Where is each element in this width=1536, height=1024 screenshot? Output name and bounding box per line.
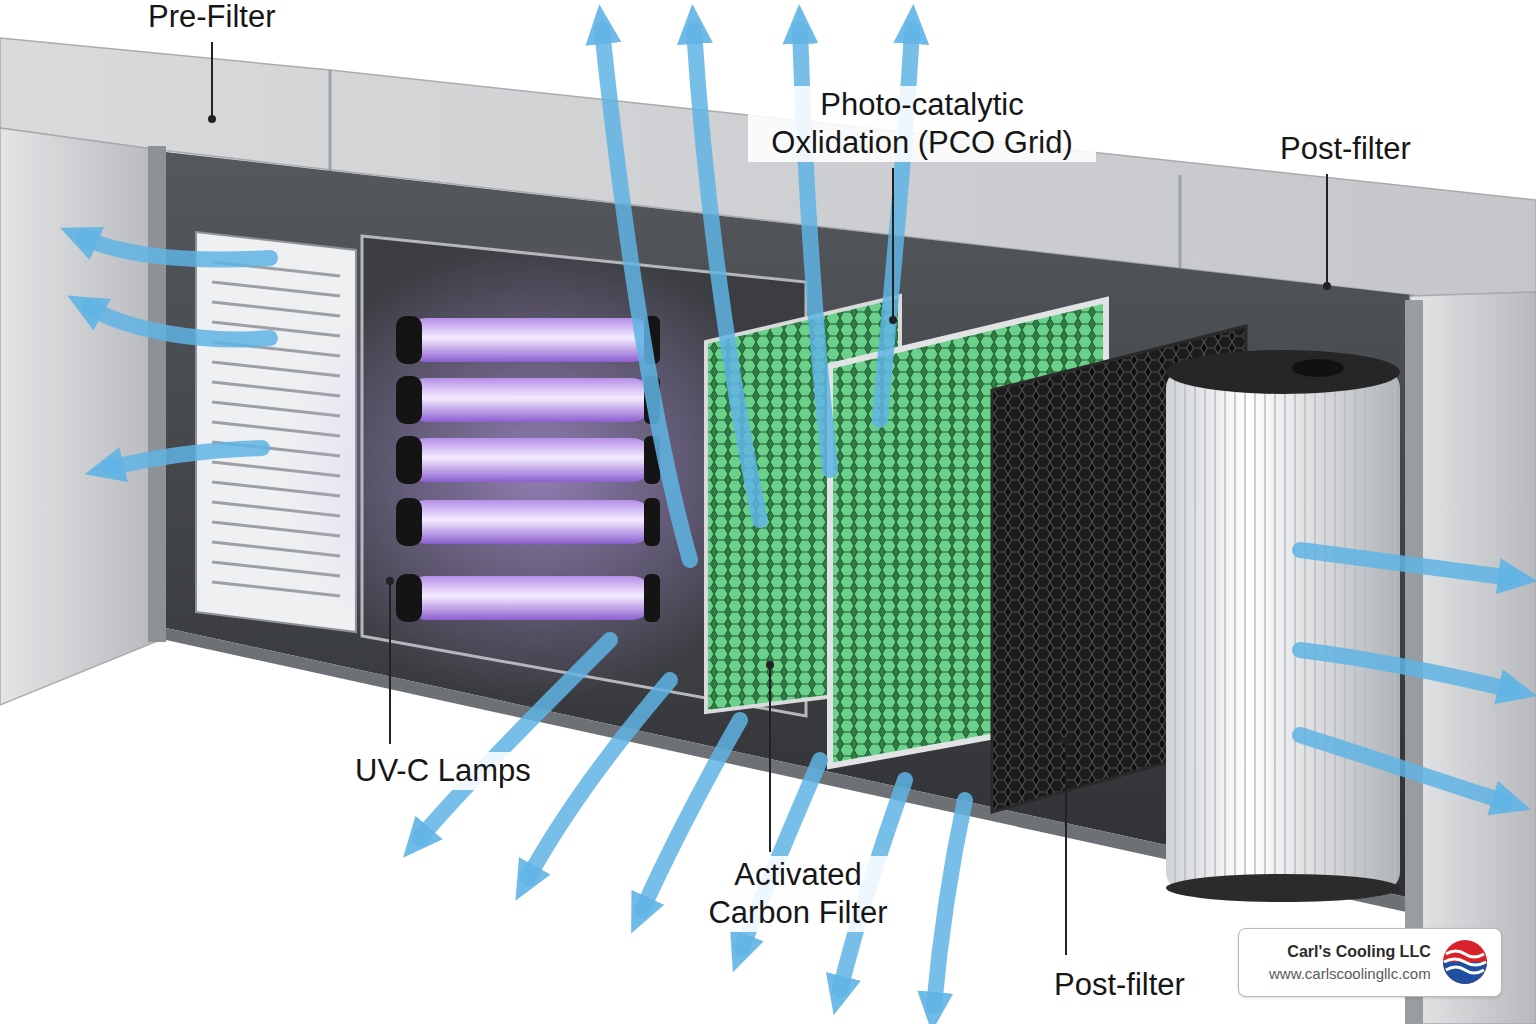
uvc-lamps-label: UV-C Lamps bbox=[351, 752, 535, 790]
post-filter-label: Post-filter bbox=[1050, 966, 1189, 1004]
leader-lines bbox=[212, 42, 1327, 955]
company-badge: Carl's Cooling LLCwww.carlscoolingllc.co… bbox=[1238, 928, 1502, 997]
carbon-filter-label: Activated Carbon Filter bbox=[676, 856, 920, 932]
post-filter-label: Post-filter bbox=[1276, 130, 1415, 168]
pco-grid-label: Photo-catalytic Oxlidation (PCO Grid) bbox=[748, 86, 1096, 162]
company-url: www.carlscoolingllc.com bbox=[1269, 963, 1431, 984]
company-name: Carl's Cooling LLC bbox=[1269, 941, 1431, 963]
pre-filter-label: Pre-Filter bbox=[144, 0, 279, 36]
logo-icon bbox=[1441, 938, 1489, 986]
